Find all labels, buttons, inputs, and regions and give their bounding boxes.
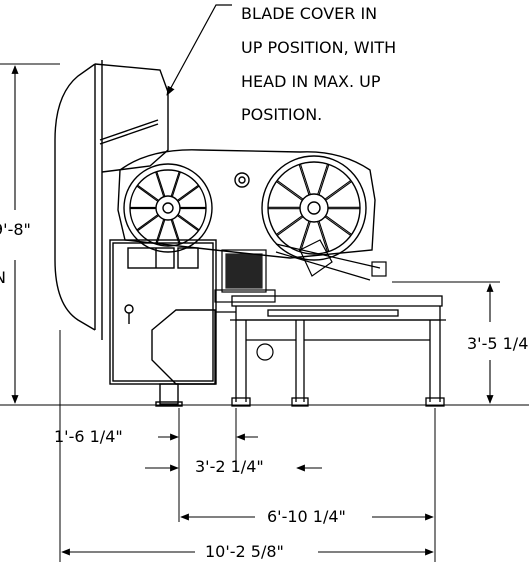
wheel-spoke [177,185,200,202]
callout-line-4: POSITION. [241,105,322,124]
wheel-spoke [324,179,352,200]
wheel-spoke [317,221,329,253]
wheel-spoke [171,171,181,197]
right-wheel-spokes [268,163,360,253]
wheel-spoke [137,184,159,201]
wheel-spoke [276,179,304,200]
wheel-spoke [177,215,199,232]
wheel-spoke [317,163,329,195]
table-height-dimension [392,281,500,404]
wheel-spoke [318,220,330,252]
dimension-label-1: 1'-6 1/4" [54,427,123,446]
wheel-spoke [325,181,352,201]
blade-cover [54,60,169,340]
wheel-spoke [276,215,303,235]
wheel-spoke [298,164,310,196]
table-height-label: 3'-5 1/4" [467,334,529,353]
dimension-label-3: 6'-10 1/4" [267,507,346,526]
wheel-spoke [136,185,159,202]
height-side-label: N [0,268,6,287]
callout-line-2: UP POSITION, WITH [241,38,396,57]
callout-leader [166,4,232,96]
left-wheel-spokes [130,171,206,245]
work-table [216,295,446,407]
wheel-spoke [325,215,352,235]
wheel-spoke [298,220,310,252]
wheel-spoke [318,164,330,196]
dimension-label-4: 10'-2 5/8" [205,542,284,561]
overall-height-label: 9'-8" [0,220,31,239]
wheel-spoke [299,163,311,195]
wheel-spoke [170,171,180,197]
callout-line-1: BLADE COVER IN [241,4,377,23]
wheel-spoke [136,214,159,231]
wheel-spoke [324,216,352,237]
extension-lines [59,330,436,562]
wheel-spoke [299,221,311,253]
wheel-spoke [156,171,166,197]
wheel-spoke [137,215,159,232]
wheel-spoke [276,181,303,201]
callout-line-3: HEAD IN MAX. UP [241,72,381,91]
callout-note: BLADE COVER IN UP POSITION, WITH HEAD IN… [166,4,396,124]
wheel-spoke [155,171,165,197]
control-cabinet [109,239,217,407]
wheel-spoke [276,216,304,237]
wheel-spoke [177,184,199,201]
dimension-label-2: 3'-2 1/4" [195,457,264,476]
saw-head [117,149,376,261]
wheel-spoke [177,214,200,231]
overall-height-dimension [0,63,60,404]
motor-assembly [214,239,387,361]
